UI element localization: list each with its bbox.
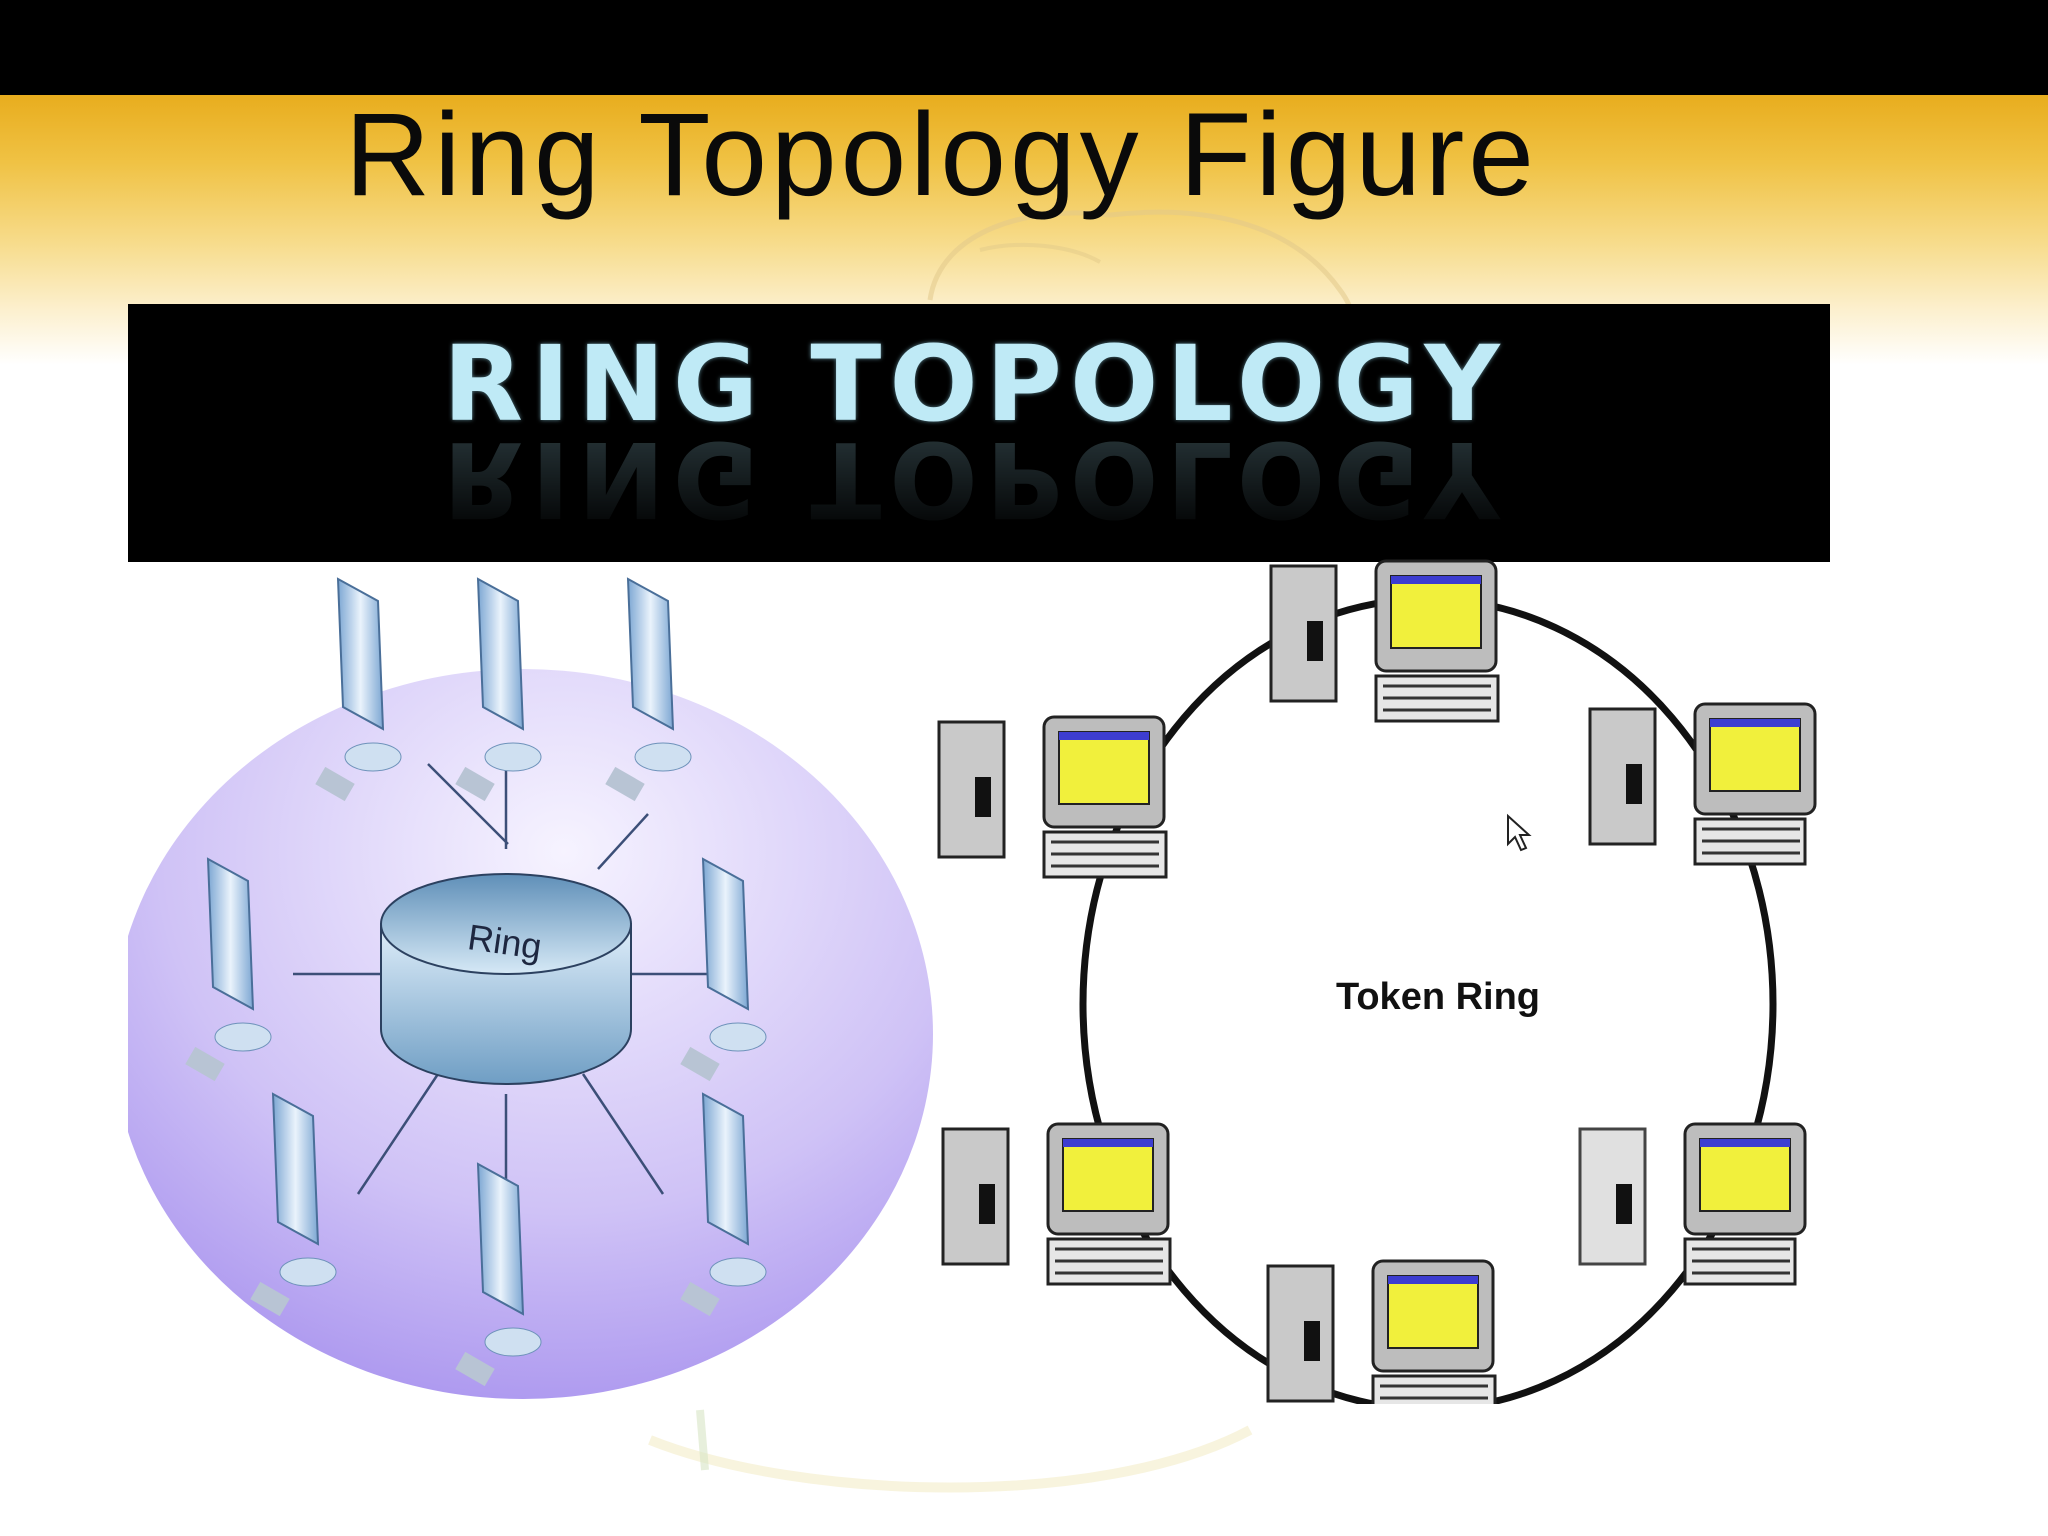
workstation-icon	[680, 1092, 767, 1317]
workstation-icon	[680, 857, 767, 1082]
computer-node-icon	[937, 715, 1168, 879]
top-black-bar	[0, 0, 2048, 95]
workstation-icon	[455, 577, 542, 802]
computer-node-icon	[941, 1122, 1172, 1286]
mouse-cursor-icon	[1507, 813, 1532, 852]
workstation-icon	[250, 1092, 337, 1317]
computer-node-icon	[1269, 559, 1500, 723]
ring-hub-diagram: Ring	[128, 577, 933, 1399]
ring-hub-cylinder: Ring	[380, 873, 632, 1085]
figure-header	[128, 304, 1830, 562]
token-ring-diagram: Token Ring	[937, 559, 1817, 1404]
computer-node-icon	[1578, 1122, 1807, 1286]
hub-label: Ring	[465, 916, 544, 967]
computer-node-icon	[1266, 1259, 1497, 1404]
slide-title: Ring Topology Figure	[345, 89, 1538, 221]
workstation-icon	[605, 577, 692, 802]
workstation-icon	[315, 577, 402, 802]
workstation-icon	[185, 857, 272, 1082]
topology-figure: RING TOPOLOGY RING TOPOLOGY	[128, 304, 1830, 1404]
figure-heading: RING TOPOLOGY	[443, 323, 1508, 445]
computer-node-icon	[1588, 702, 1817, 866]
workstation-icon	[455, 1162, 542, 1387]
token-ring-label: Token Ring	[1336, 976, 1540, 1018]
